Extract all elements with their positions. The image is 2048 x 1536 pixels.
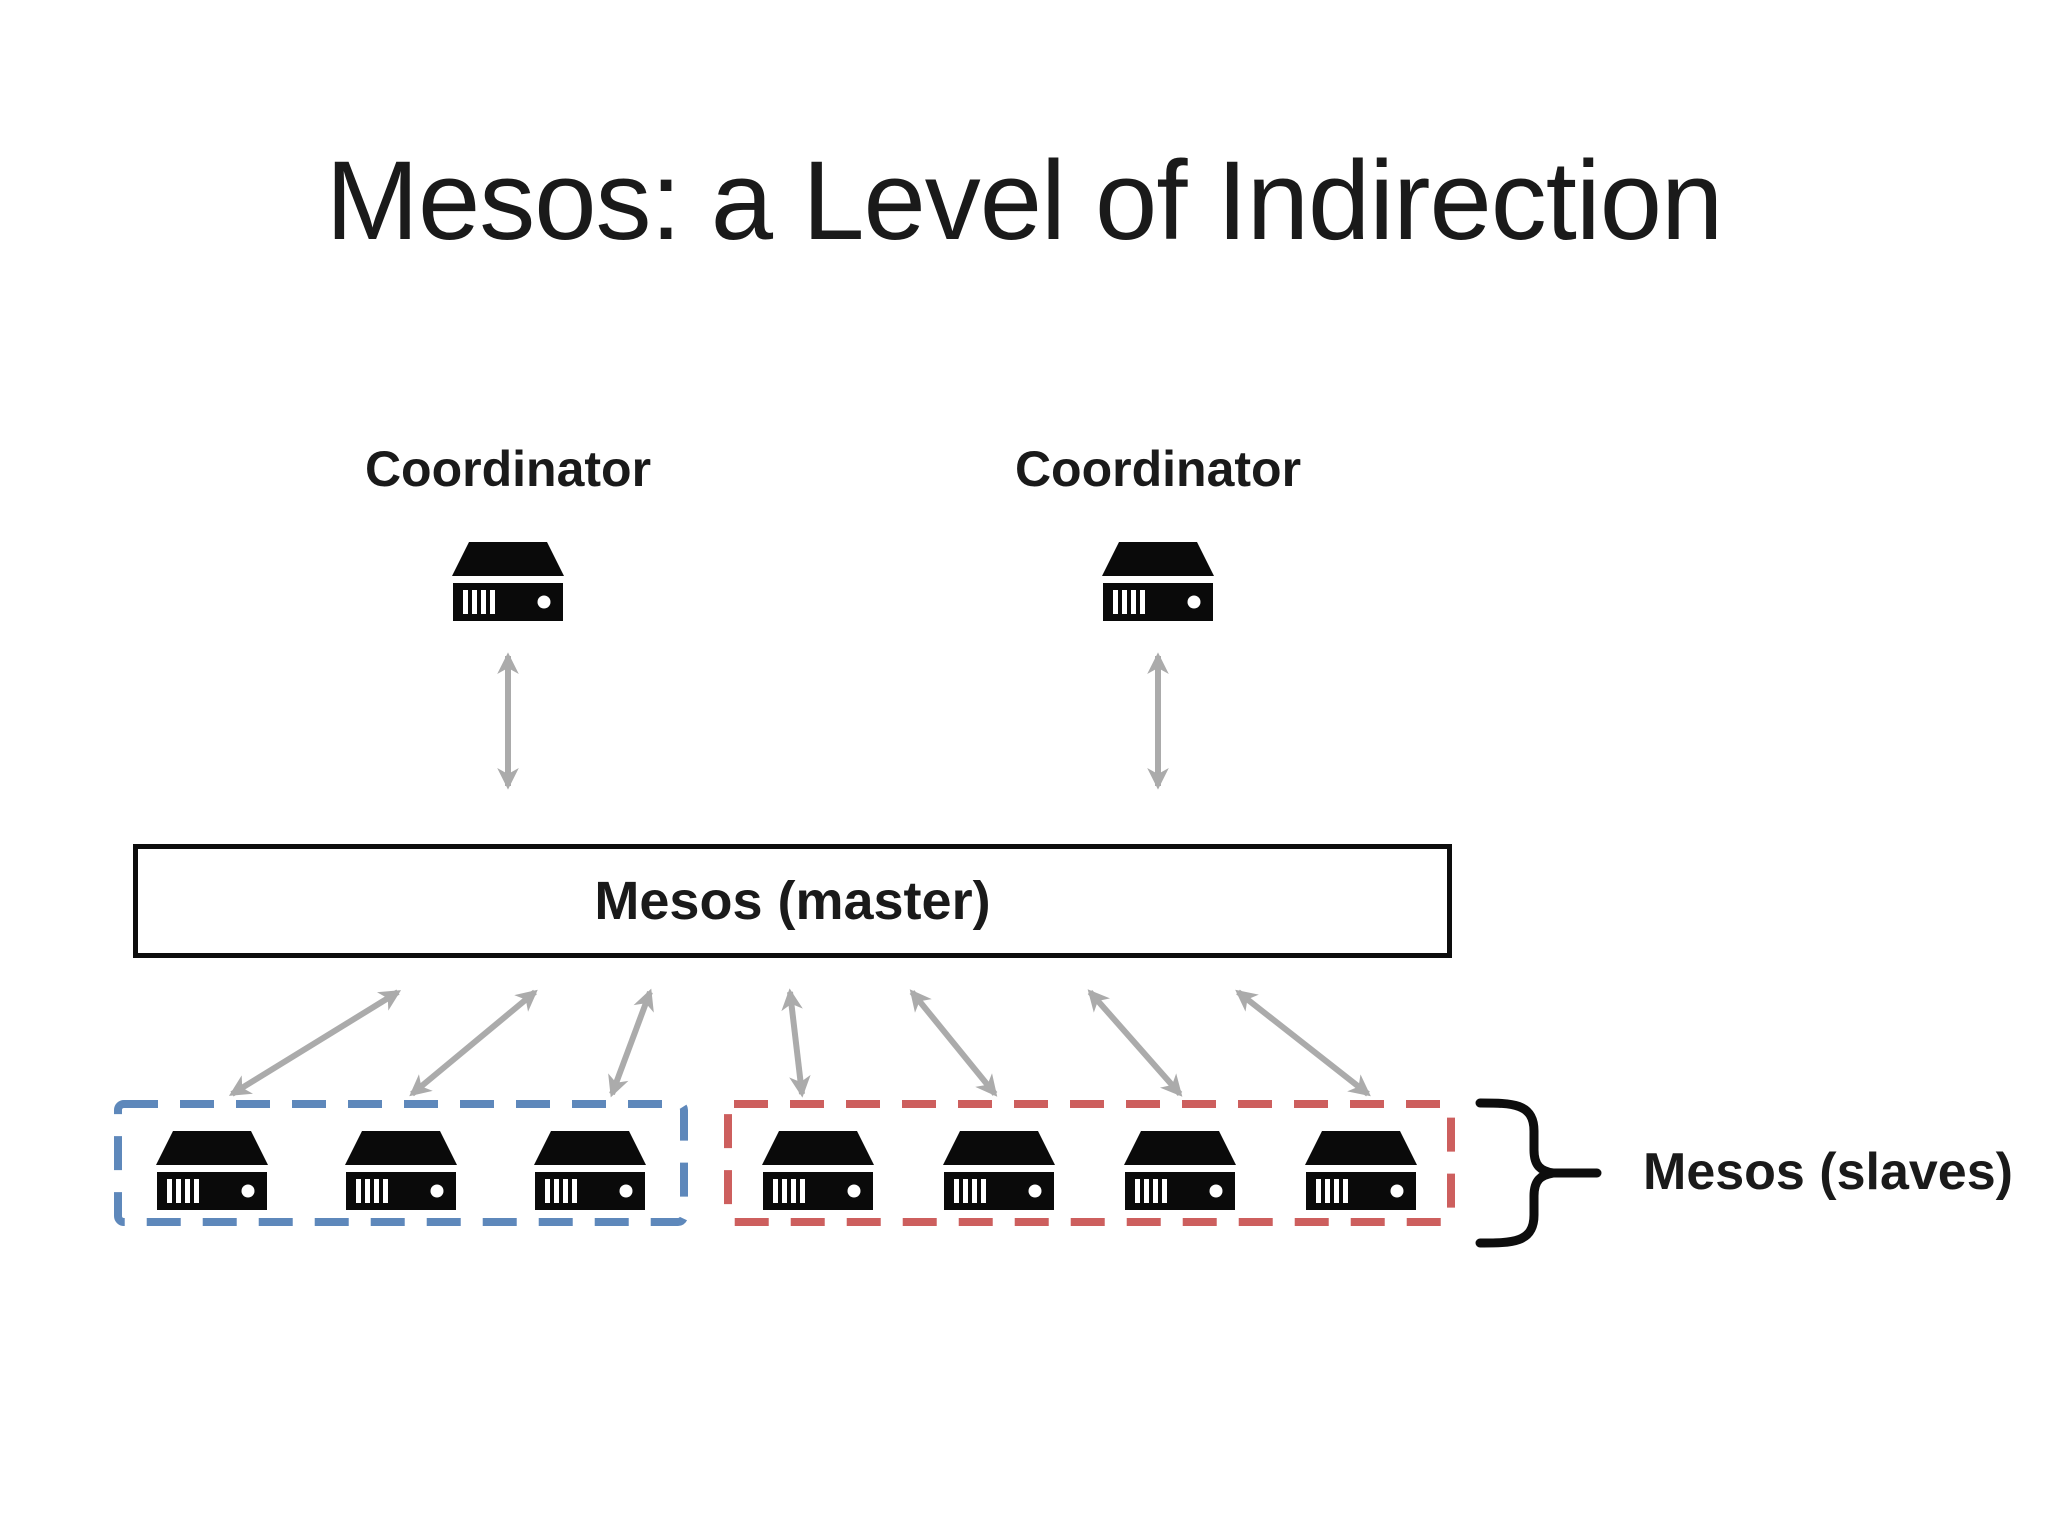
master-slave-arrow-4 xyxy=(781,988,811,1098)
server-icon xyxy=(1102,542,1214,621)
server-icon xyxy=(452,542,564,621)
master-box: Mesos (master) xyxy=(133,844,1452,958)
slaves-label: Mesos (slaves) xyxy=(1643,1143,2013,1201)
server-icon xyxy=(762,1131,874,1210)
coordinator-2-label: Coordinator xyxy=(1014,441,1302,497)
cluster-b-servers xyxy=(728,1131,1451,1210)
server-icon xyxy=(345,1131,457,1210)
master-slave-arrow-5 xyxy=(909,989,998,1097)
server-icon xyxy=(534,1131,646,1210)
server-icon xyxy=(1124,1131,1236,1210)
server-icon xyxy=(943,1131,1055,1210)
master-slave-arrow-7 xyxy=(1235,989,1371,1097)
server-icon xyxy=(1305,1131,1417,1210)
master-slave-arrow-3 xyxy=(608,988,654,1098)
cluster-a-servers xyxy=(118,1131,684,1210)
slaves-brace xyxy=(1475,1098,1602,1248)
master-label: Mesos (master) xyxy=(594,871,991,931)
master-slave-arrow-2 xyxy=(409,989,538,1097)
page-title: Mesos: a Level of Indirection xyxy=(325,138,1724,263)
master-slave-arrow-1 xyxy=(228,989,402,1097)
master-slave-arrow-6 xyxy=(1087,989,1183,1097)
coordinator-1-label: Coordinator xyxy=(364,441,652,497)
server-icon xyxy=(156,1131,268,1210)
